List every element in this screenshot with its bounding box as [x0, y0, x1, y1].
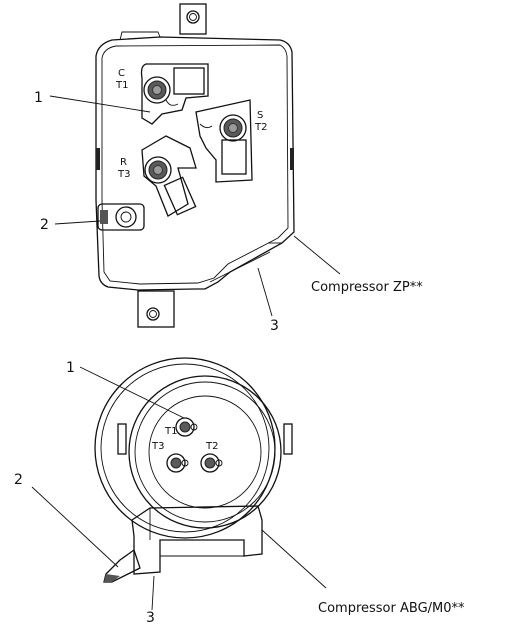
zp-housing-inner: [101, 44, 289, 285]
terminal-letter-c: C: [118, 68, 125, 79]
terminal-code-t1: T1: [115, 80, 128, 91]
bottom-leader-2: [31, 486, 119, 568]
plug-bracket: [131, 505, 263, 575]
top-leader-caption: [293, 235, 341, 275]
top-callout-1: 1: [34, 90, 43, 106]
zp-terminal-box: C T1 S T2 R T3 1 2 3 Compressor ZP**: [34, 3, 423, 334]
top-callout-3: 3: [270, 318, 279, 334]
pin-label-t3: T3: [151, 441, 164, 452]
bottom-leader-caption: [261, 529, 327, 589]
top-leader-2: [54, 220, 101, 225]
right-clip: [283, 423, 293, 455]
ground-screw: [115, 206, 137, 228]
terminal-code-t3: T3: [117, 169, 130, 180]
terminal-letter-r: R: [120, 157, 127, 168]
top-mounting-tab: [179, 3, 207, 35]
terminal-r-t3: [141, 135, 197, 217]
bottom-callout-3: 3: [146, 610, 155, 626]
bottom-caption: Compressor ABG/M0**: [318, 601, 465, 616]
bottom-mounting-tab: [137, 290, 175, 328]
bottom-mounting-hole: [146, 307, 160, 321]
bottom-callout-1: 1: [66, 360, 75, 376]
top-leader-3: [257, 267, 273, 317]
pin-label-t2: T2: [205, 441, 218, 452]
plug-inner-rim: [128, 375, 282, 529]
left-clip: [117, 423, 127, 455]
plug-face: [148, 395, 262, 509]
terminal-code-t2: T2: [254, 122, 267, 133]
terminal-s-t2: [195, 99, 253, 183]
ground-lug: [97, 203, 145, 231]
bottom-callout-2: 2: [14, 472, 23, 488]
pin-t3: [166, 453, 189, 473]
bottom-leader-3: [151, 575, 155, 611]
zp-housing-outline: [95, 36, 295, 291]
top-mounting-hole: [186, 10, 200, 24]
bottom-leader-1: [79, 366, 185, 419]
abg-m0-plug: T1 T3 T2 1 2 3 Compressor ABG/M0**: [14, 357, 465, 626]
terminal-letter-s: S: [257, 110, 263, 121]
top-callout-2: 2: [40, 217, 49, 233]
top-leader-1: [49, 95, 151, 113]
top-caption: Compressor ZP**: [311, 280, 423, 295]
pin-label-t1: T1: [164, 426, 177, 437]
pin-t2: [200, 453, 223, 473]
pin-t1: [175, 417, 198, 437]
terminal-c-t1: [140, 63, 209, 125]
